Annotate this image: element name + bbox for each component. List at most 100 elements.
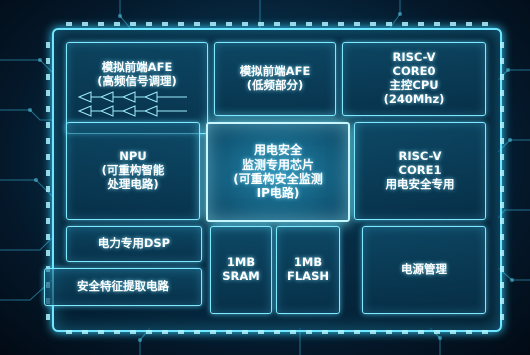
block-power-management: 电源管理 [362, 226, 486, 314]
block-sram-line-1: 1MB [226, 255, 256, 270]
block-security-feature-label: 安全特征提取电路 [77, 279, 169, 294]
chip-pin [114, 330, 120, 334]
chip-pin [500, 250, 504, 256]
block-afe-high-frequency: 模拟前端AFE (高频信号调理) [66, 42, 208, 134]
chip-pin [46, 250, 50, 256]
block-riscv-core0: RISC-V CORE0 主控CPU (240Mhz) [342, 42, 486, 116]
block-npu-line-1: NPU [119, 149, 147, 164]
chip-pin [242, 22, 248, 26]
block-sram: 1MB SRAM [210, 226, 272, 314]
chip-pin [338, 330, 344, 334]
block-riscv-core0-line-3: 主控CPU [389, 78, 439, 92]
block-riscv-core0-line-2: CORE0 [392, 64, 436, 79]
chip-pin [226, 330, 232, 334]
chip-pin [178, 330, 184, 334]
chip-pin [46, 234, 50, 240]
chip-pin [418, 22, 424, 26]
block-power-management-label: 电源管理 [401, 262, 447, 277]
chip-pin [242, 330, 248, 334]
block-central-line-3: (可重构安全监测 [233, 172, 323, 186]
chip-pin [46, 122, 50, 128]
chip-pin [210, 330, 216, 334]
chip-pin [500, 186, 504, 192]
chip-pin [82, 330, 88, 334]
chip-pin [66, 330, 72, 334]
chip-pin [500, 298, 504, 304]
chip-pin [258, 330, 264, 334]
chip-pin [46, 170, 50, 176]
block-afe-high-line-1: 模拟前端AFE [101, 60, 173, 74]
chip-pin [354, 22, 360, 26]
chip-pin [450, 22, 456, 26]
chip-pin [46, 314, 50, 320]
chip-pin [306, 22, 312, 26]
chip-pin [466, 330, 472, 334]
chip-pin [500, 218, 504, 224]
chip-pin [162, 330, 168, 334]
chip-pin [500, 42, 504, 48]
chip-pin [500, 58, 504, 64]
chip-pin [500, 202, 504, 208]
chip-pin [178, 22, 184, 26]
chip-pin [274, 22, 280, 26]
chip-pin [500, 138, 504, 144]
chip-pin [322, 330, 328, 334]
block-riscv-core1-line-3: 用电安全专用 [385, 176, 455, 191]
block-riscv-core0-line-1: RISC-V [392, 50, 436, 65]
chip-pin [370, 22, 376, 26]
chip-pin [146, 330, 152, 334]
chip-pin [482, 330, 488, 334]
chip-pin [46, 58, 50, 64]
block-riscv-core1-line-1: RISC-V [398, 149, 442, 164]
chip-pin [500, 106, 504, 112]
chip-pin [322, 22, 328, 26]
chip-pin [46, 154, 50, 160]
chip-pin [354, 330, 360, 334]
chip-pin [274, 330, 280, 334]
block-riscv-core1: RISC-V CORE1 用电安全专用 [354, 122, 486, 220]
chip-pin [194, 22, 200, 26]
chip-pin [290, 22, 296, 26]
chip-pin [290, 330, 296, 334]
chip-pin [500, 282, 504, 288]
chip-pin [46, 186, 50, 192]
block-afe-low-frequency: 模拟前端AFE (低频部分) [214, 42, 336, 116]
chip-pin [46, 42, 50, 48]
chip-pin [162, 22, 168, 26]
block-afe-low-line-2: (低频部分) [246, 78, 304, 92]
block-afe-high-line-2: (高频信号调理) [97, 73, 177, 88]
chip-pin [500, 154, 504, 160]
block-afe-low-line-1: 模拟前端AFE [239, 64, 311, 79]
chip-pin [386, 330, 392, 334]
block-central-line-4: IP电路) [256, 186, 300, 201]
block-power-dsp: 电力专用DSP [66, 226, 202, 262]
chip-pin [46, 74, 50, 80]
chip-pin [450, 330, 456, 334]
block-npu: NPU (可重构智能 处理电路) [66, 122, 200, 220]
chip-pin [66, 22, 72, 26]
chip-pin [194, 330, 200, 334]
chip-pin [500, 122, 504, 128]
block-riscv-core0-line-4: (240Mhz) [383, 91, 445, 106]
chip-pin [482, 22, 488, 26]
chip-pin [114, 22, 120, 26]
chip-pin [402, 330, 408, 334]
chip-pin [82, 22, 88, 26]
block-central-line-1: 用电安全 [253, 143, 302, 158]
chip-pin [146, 22, 152, 26]
chip-pin [434, 22, 440, 26]
chip-pin [46, 218, 50, 224]
block-central-line-2: 监测专用芯片 [241, 157, 314, 172]
amplifier-icons [77, 90, 187, 117]
chip-pin [46, 138, 50, 144]
chip-pin [386, 22, 392, 26]
chip-pin [46, 90, 50, 96]
block-npu-line-2: (可重构智能 [101, 163, 165, 178]
chip-pin [46, 106, 50, 112]
block-security-feature-extraction: 安全特征提取电路 [44, 268, 202, 306]
chip-pin [402, 22, 408, 26]
chip-pin [466, 22, 472, 26]
